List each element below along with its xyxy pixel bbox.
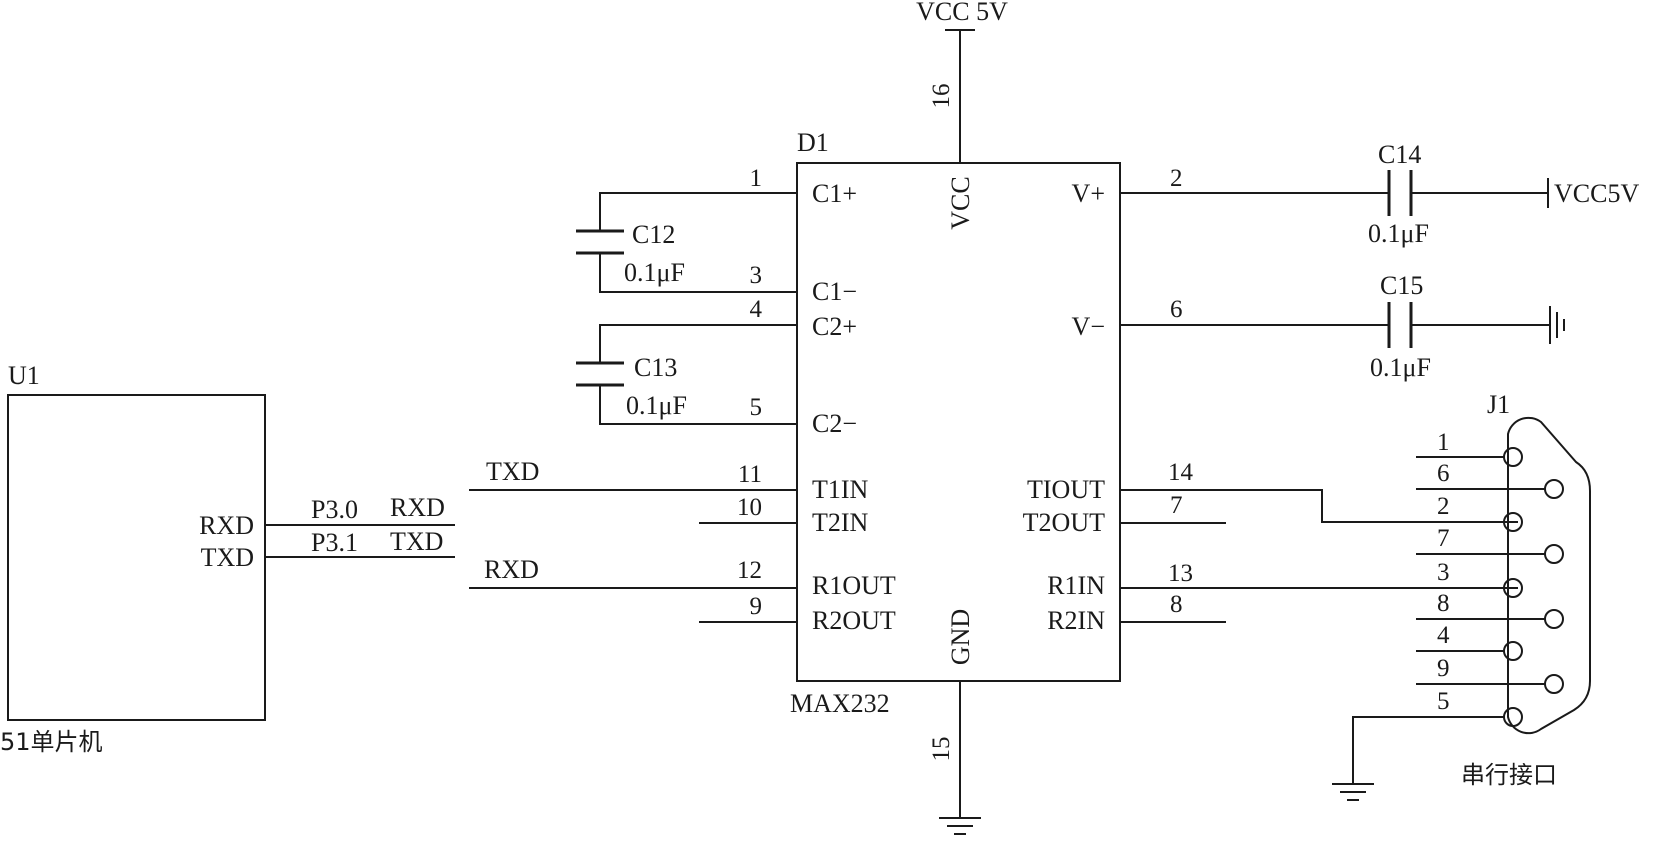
- c14-ref: C14: [1378, 140, 1421, 169]
- pin-name-r2in: R2IN: [1047, 606, 1105, 635]
- c15-ref: C15: [1380, 271, 1423, 300]
- pin-name-t2in: T2IN: [812, 508, 869, 537]
- pin-name-c1p: C1+: [812, 179, 857, 208]
- net-label-p30: P3.0: [311, 495, 358, 524]
- pin-name-vm: V−: [1072, 312, 1105, 341]
- j1-shell-outline: [1507, 416, 1591, 735]
- pin-num-1: 1: [750, 165, 763, 192]
- u1-body: [7, 394, 266, 721]
- d1-max232: D1 MAX232 VCC 5V 16 VCC 15 GND C1+ C1− C…: [737, 0, 1194, 835]
- j1-pin-num-9: 9: [1437, 655, 1450, 682]
- c13-wire-return: [599, 384, 798, 425]
- u1-pin-txd: TXD: [201, 543, 254, 572]
- pin-name-r1in: R1IN: [1047, 571, 1105, 600]
- j1-pin-4-pad: [1503, 641, 1523, 661]
- j1-pin-num-2: 2: [1437, 493, 1450, 520]
- c15-value: 0.1μF: [1370, 353, 1431, 382]
- c14-value: 0.1μF: [1368, 219, 1429, 248]
- c12-value: 0.1μF: [624, 258, 685, 287]
- net-label-d1-txd: TXD: [486, 457, 539, 486]
- j1-pin-num-5: 5: [1437, 688, 1450, 715]
- vcc-right-label: VCC5V: [1554, 179, 1639, 208]
- d1-ref: D1: [797, 128, 829, 157]
- j1-name: 串行接口: [1461, 761, 1557, 789]
- pin-name-t1in: T1IN: [812, 475, 869, 504]
- j1-db9-connector: J1 串行接口 1 6 2 7 3 8 4 9 5: [1332, 390, 1591, 801]
- pin-num-12: 12: [737, 557, 762, 584]
- j1-pin-9-pad: [1544, 674, 1564, 694]
- pin-name-c1m: C1−: [812, 277, 857, 306]
- vcc-top-label: VCC 5V: [916, 0, 1008, 26]
- pin-num-13: 13: [1168, 560, 1193, 587]
- pin-name-gnd: GND: [946, 609, 975, 665]
- u1-mcu: U1 51单片机 RXD TXD P3.0 P3.1 RXD TXD: [0, 361, 455, 756]
- c13-ref: C13: [634, 353, 677, 382]
- pin-num-2: 2: [1170, 165, 1183, 192]
- j1-gnd-wire: [1352, 716, 1418, 785]
- pin-num-4: 4: [750, 296, 763, 323]
- pin-num-6: 6: [1170, 296, 1183, 323]
- net-label-u1-txd: TXD: [390, 527, 443, 556]
- c12-wire-return: [599, 252, 798, 293]
- net-label-p31: P3.1: [311, 528, 358, 557]
- j1-pin-num-3: 3: [1437, 559, 1450, 586]
- c12-ref: C12: [632, 220, 675, 249]
- j1-pin-num-4: 4: [1437, 622, 1450, 649]
- j1-pin-6-pad: [1544, 479, 1564, 499]
- pin-num-16: 16: [928, 84, 955, 109]
- pin-num-8: 8: [1170, 591, 1183, 618]
- pin-name-c2m: C2−: [812, 409, 857, 438]
- d1-left-wiring: C12 0.1μF C13 0.1μF TXD RXD: [469, 192, 798, 623]
- pin-num-7: 7: [1170, 492, 1183, 519]
- c13-value: 0.1μF: [626, 391, 687, 420]
- d1-part: MAX232: [790, 689, 890, 718]
- u1-ref: U1: [8, 361, 40, 390]
- j1-pin-8-pad: [1544, 609, 1564, 629]
- j1-pin-num-7: 7: [1437, 525, 1450, 552]
- pin-name-c2p: C2+: [812, 312, 857, 341]
- pin-name-t1out: TIOUT: [1027, 475, 1105, 504]
- pin-num-9: 9: [750, 593, 763, 620]
- u1-pin-rxd: RXD: [199, 511, 254, 540]
- pin-name-r1out: R1OUT: [812, 571, 896, 600]
- j1-pin-2-pad: [1503, 512, 1523, 532]
- j1-pin-7-pad: [1544, 544, 1564, 564]
- j1-pin-num-8: 8: [1437, 590, 1450, 617]
- pin-name-r2out: R2OUT: [812, 606, 896, 635]
- pin-num-10: 10: [737, 494, 762, 521]
- u1-name: 51单片机: [0, 728, 103, 756]
- c13-wire: [599, 324, 798, 364]
- pin-name-t2out: T2OUT: [1023, 508, 1105, 537]
- j1-pin-1-pad: [1503, 447, 1523, 467]
- pin-num-11: 11: [738, 461, 762, 488]
- pin-num-3: 3: [750, 262, 763, 289]
- j1-pin-num-6: 6: [1437, 460, 1450, 487]
- j1-pin-3-pad: [1503, 578, 1523, 598]
- c12-wire: [599, 192, 798, 232]
- net-label-d1-rxd: RXD: [484, 555, 539, 584]
- pin-name-vcc: VCC: [946, 176, 975, 229]
- pin-name-vp: V+: [1072, 179, 1105, 208]
- j1-pin-num-1: 1: [1437, 429, 1450, 456]
- pin-num-5: 5: [750, 394, 763, 421]
- j1-pin-5-pad: [1503, 707, 1523, 727]
- pin-num-14: 14: [1168, 459, 1194, 486]
- pin-num-15: 15: [928, 737, 955, 762]
- j1-ref: J1: [1487, 390, 1510, 419]
- d1-body: [796, 162, 1121, 682]
- net-label-u1-rxd: RXD: [390, 493, 445, 522]
